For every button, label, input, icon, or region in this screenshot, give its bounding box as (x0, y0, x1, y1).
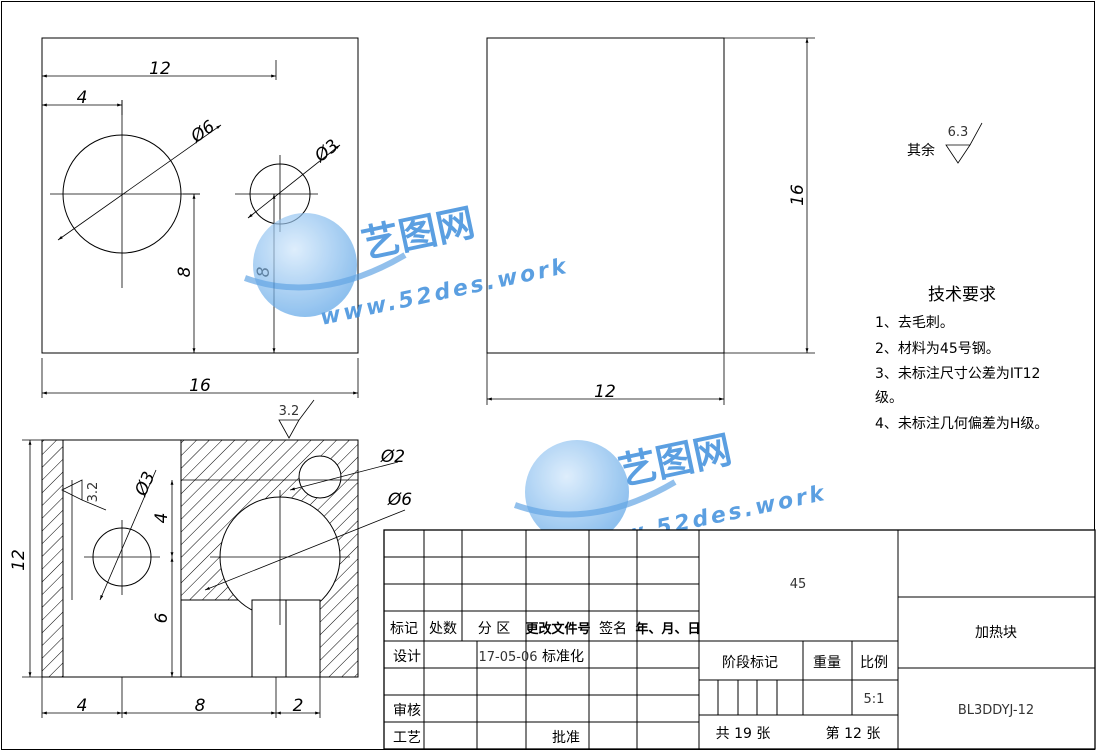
dim-front-big-hole: Ø6 (187, 117, 219, 148)
stage-mark-label: 阶段标记 (722, 655, 778, 671)
dim-section-6: 6 (152, 612, 172, 623)
approve-label: 批准 (552, 730, 580, 746)
dim-front-small-hole: Ø3 (310, 136, 342, 167)
part-name: 加热块 (975, 625, 1017, 641)
leader-section-small-hole (99, 469, 157, 601)
roughness-rest-symbol (945, 122, 983, 164)
leader-section-big-hole (204, 509, 406, 591)
scale-value: 5:1 (864, 692, 885, 707)
leader-section-top-hole (289, 461, 399, 491)
dim-front-8-left: 8 (175, 266, 195, 277)
dim-section-12: 12 (9, 549, 29, 571)
leader-small-hole (247, 144, 341, 219)
globe-icon (253, 213, 357, 317)
header-zone: 分 区 (478, 621, 510, 637)
dim-bottom-8: 8 (195, 696, 206, 716)
side-view-outline (486, 37, 725, 354)
roughness-left-symbol (61, 479, 107, 511)
tech-req-item-3b: 级。 (875, 390, 903, 406)
roughness-rest-label: 其余 (907, 142, 935, 159)
design-label: 设计 (393, 649, 421, 665)
watermark-brand: 艺图网 (358, 200, 479, 267)
dim-bottom-2: 2 (293, 696, 304, 716)
dim-section-4: 4 (152, 513, 172, 524)
header-change-doc: 更改文件号 (525, 621, 590, 637)
front-view-outline (41, 37, 359, 354)
dim-section-small-hole: Ø3 (131, 469, 160, 500)
title-block (383, 529, 1096, 750)
header-count: 处数 (429, 621, 457, 637)
header-date: 年、月、日 (635, 621, 700, 637)
leader-big-hole (57, 124, 222, 241)
roughness-top-symbol (278, 399, 315, 439)
roughness-left-value: 3.2 (86, 482, 101, 503)
dim-section-big-hole: Ø6 (387, 490, 412, 510)
section-top-hole (298, 455, 342, 499)
dim-front-12: 12 (149, 59, 171, 79)
front-view (41, 37, 359, 398)
section-slot-right (285, 599, 321, 678)
globe-icon (525, 440, 629, 544)
tech-req-item-3: 3、未标注尺寸公差为IT12 (875, 366, 1040, 382)
sheet-number: 第 12 张 (826, 725, 881, 742)
review-label: 审核 (393, 703, 421, 719)
tech-req-item-4: 4、未标注几何偏差为H级。 (875, 416, 1048, 432)
tech-req-item-2: 2、材料为45号钢。 (875, 341, 1000, 357)
dim-front-16: 16 (189, 376, 211, 396)
tech-req-item-1: 1、去毛刺。 (875, 315, 954, 331)
dim-bottom-4: 4 (77, 696, 88, 716)
dim-side-12: 12 (594, 382, 616, 402)
hatch-left-wall (41, 439, 64, 678)
dim-side-16: 16 (788, 184, 808, 206)
total-sheets: 共 19 张 (716, 726, 771, 742)
header-sign: 签名 (599, 620, 627, 637)
side-view (486, 37, 815, 405)
design-date: 17-05-06 (478, 650, 537, 665)
dim-section-top-hole: Ø2 (380, 447, 405, 467)
watermark-1: 艺图网 www.52des.work (243, 200, 571, 331)
weight-label: 重量 (813, 655, 841, 671)
dim-front-4: 4 (77, 88, 88, 108)
section-view (22, 439, 406, 718)
drawing-number: BL3DDYJ-12 (958, 703, 1034, 718)
standardize-label: 标准化 (542, 649, 584, 665)
section-outline (41, 439, 359, 678)
roughness-rest-value: 6.3 (948, 125, 969, 140)
scale-label: 比例 (860, 655, 888, 671)
material-value: 45 (790, 577, 807, 592)
tech-req-title: 技术要求 (928, 285, 996, 305)
header-mark: 标记 (390, 621, 418, 637)
roughness-top-value: 3.2 (279, 404, 300, 419)
section-slot-left (251, 599, 287, 678)
process-label: 工艺 (393, 730, 421, 746)
